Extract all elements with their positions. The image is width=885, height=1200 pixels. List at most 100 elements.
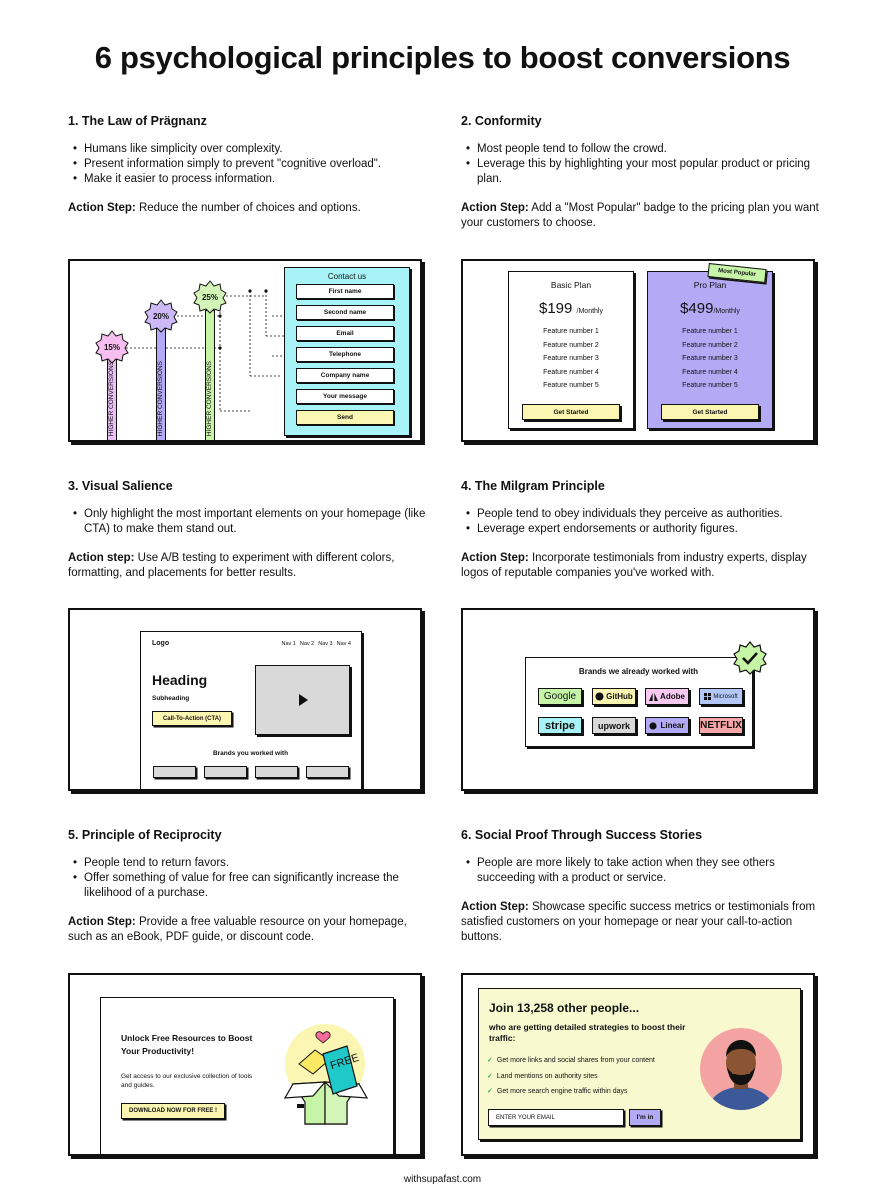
- plan-price: $199 /Monthly: [538, 300, 603, 317]
- bullet: Only highlight the most important elemen…: [73, 507, 428, 537]
- im-in-button[interactable]: I'm in: [629, 1109, 661, 1126]
- download-button[interactable]: DOWNLOAD NOW FOR FREE !: [121, 1103, 225, 1119]
- plan-price: $499/Monthly: [680, 300, 740, 317]
- action-step: Action step: Use A/B testing to experime…: [68, 551, 428, 581]
- brand-placeholder: [255, 766, 298, 778]
- action-text: Use A/B testing to experiment with diffe…: [68, 552, 395, 579]
- send-button[interactable]: Send: [296, 410, 394, 425]
- bullet-list: People are more likely to take action wh…: [461, 856, 821, 886]
- section-visual-salience: 3. Visual Salience Only highlight the mo…: [68, 479, 428, 581]
- message-field[interactable]: Your message: [296, 389, 394, 404]
- bullet-list: People tend to return favors. Offer some…: [68, 856, 428, 901]
- card-reciprocity-illustration: Unlock Free Resources to Boost Your Prod…: [68, 973, 422, 1156]
- email-input[interactable]: ENTER YOUR EMAIL: [488, 1109, 624, 1126]
- bullet: People tend to return favors.: [73, 856, 428, 871]
- card-pricing-illustration: Basic Plan $199 /Monthly Feature number …: [461, 259, 815, 442]
- get-started-button[interactable]: Get Started: [522, 404, 620, 420]
- microsoft-logo: Microsoft: [699, 688, 743, 705]
- section-heading: 4. The Milgram Principle: [461, 479, 605, 493]
- section-pragnanz: 1. The Law of Prägnanz Humans like simpl…: [68, 114, 428, 216]
- email-field[interactable]: Email: [296, 326, 394, 341]
- action-step: Action Step: Showcase specific success m…: [461, 900, 821, 945]
- badge-25: 25%: [193, 280, 227, 314]
- bullet: Leverage this by highlighting your most …: [466, 157, 821, 187]
- section-heading: 2. Conformity: [461, 114, 542, 128]
- second-name-field[interactable]: Second name: [296, 305, 394, 320]
- cta-button[interactable]: Call-To-Action (CTA): [152, 711, 232, 726]
- check-icon: ✓: [487, 1072, 493, 1080]
- action-step: Action Step: Incorporate testimonials fr…: [461, 551, 821, 581]
- offer-description: Get access to our exclusive collection o…: [121, 1073, 253, 1089]
- action-label: Action Step:: [461, 202, 529, 214]
- nav-item[interactable]: Nav 4: [336, 641, 351, 647]
- benefit-item: ✓Land mentions on authority sites: [487, 1072, 598, 1080]
- bar-label: HIGHER CONVERSIONS: [108, 360, 115, 436]
- pro-plan: Pro Plan $499/Monthly Feature number 1 F…: [647, 271, 773, 429]
- brands-label: Brands you worked with: [212, 750, 289, 757]
- action-label: Action step:: [68, 552, 135, 564]
- signup-panel: Join 13,258 other people... who are gett…: [478, 988, 801, 1140]
- action-step: Action Step: Add a "Most Popular" badge …: [461, 201, 821, 231]
- action-step: Action Step: Provide a free valuable res…: [68, 915, 428, 945]
- action-text: Reduce the number of choices and options…: [138, 202, 361, 214]
- telephone-field[interactable]: Telephone: [296, 347, 394, 362]
- nav-bar: Nav 1 Nav 2 Nav 3 Nav 4: [282, 641, 352, 647]
- bullet: Most people tend to follow the crowd.: [466, 142, 821, 157]
- browser-mockup: Logo Nav 1 Nav 2 Nav 3 Nav 4 Heading Sub…: [140, 631, 362, 789]
- starburst-icon: [144, 299, 178, 333]
- hero-subheading: Subheading: [152, 695, 190, 702]
- nav-item[interactable]: Nav 1: [281, 641, 296, 647]
- benefit-item: ✓Get more search engine traffic within d…: [487, 1088, 628, 1095]
- form-title: Contact us: [327, 272, 367, 281]
- person-avatar: [700, 1028, 782, 1110]
- action-text: Incorporate testimonials from industry e…: [461, 552, 807, 579]
- linear-icon: [649, 721, 658, 730]
- adobe-icon: [649, 692, 658, 701]
- action-label: Action Step:: [461, 901, 529, 913]
- benefit-list: ✓Get more links and social shares from y…: [487, 1053, 655, 1100]
- bullet: Present information simply to prevent "c…: [73, 157, 428, 172]
- bullet-list: Most people tend to follow the crowd. Le…: [461, 142, 821, 187]
- card-homepage-wireframe: Logo Nav 1 Nav 2 Nav 3 Nav 4 Heading Sub…: [68, 608, 422, 791]
- check-icon: ✓: [487, 1057, 493, 1064]
- connector-lines: [126, 289, 284, 412]
- verified-check-icon: [733, 641, 767, 675]
- first-name-field[interactable]: First name: [296, 284, 394, 299]
- get-started-button[interactable]: Get Started: [661, 404, 759, 420]
- offer-title: Unlock Free Resources to Boost Your Prod…: [121, 1033, 253, 1056]
- contact-form: Contact us First name Second name Email …: [284, 267, 410, 436]
- upwork-logo: upwork: [592, 717, 636, 734]
- offer-panel: Unlock Free Resources to Boost Your Prod…: [100, 997, 394, 1154]
- bullet: Make it easier to process information.: [73, 172, 428, 187]
- bullet: People tend to obey individuals they per…: [466, 507, 821, 522]
- brand-placeholder: [204, 766, 247, 778]
- company-name-field[interactable]: Company name: [296, 368, 394, 383]
- nav-item[interactable]: Nav 3: [318, 641, 333, 647]
- action-step: Action Step: Reduce the number of choice…: [68, 201, 428, 216]
- section-heading: 3. Visual Salience: [68, 479, 173, 493]
- page-title: 6 psychological principles to boost conv…: [94, 40, 791, 75]
- join-title: Join 13,258 other people...: [489, 1001, 640, 1015]
- action-label: Action Step:: [68, 202, 136, 214]
- starburst-icon: [95, 330, 129, 364]
- card-brands-illustration: Brands we already worked with Google Git…: [461, 608, 815, 791]
- action-text: Add a "Most Popular" badge to the pricin…: [461, 202, 819, 229]
- nav-item[interactable]: Nav 2: [299, 641, 315, 647]
- action-label: Action Step:: [461, 552, 529, 564]
- bullet-list: Only highlight the most important elemen…: [68, 507, 428, 537]
- video-placeholder[interactable]: [255, 665, 350, 735]
- section-heading: 5. Principle of Reciprocity: [68, 828, 222, 842]
- section-social-proof: 6. Social Proof Through Success Stories …: [461, 828, 821, 945]
- action-text: Showcase specific success metrics or tes…: [461, 901, 816, 943]
- hero-heading: Heading: [152, 672, 208, 688]
- plan-features: Feature number 1 Feature number 2 Featur…: [682, 328, 738, 389]
- brand-placeholder: [306, 766, 349, 778]
- github-logo: GitHub: [592, 688, 636, 705]
- bar-label: HIGHER CONVERSIONS: [206, 360, 213, 436]
- bullet: Leverage expert endorsements or authorit…: [466, 522, 821, 537]
- badge-20: 20%: [144, 299, 178, 333]
- bar-label: HIGHER CONVERSIONS: [157, 360, 164, 436]
- play-icon: [298, 694, 308, 706]
- section-reciprocity: 5. Principle of Reciprocity People tend …: [68, 828, 428, 945]
- card-pragnanz-illustration: HIGHER CONVERSIONS HIGHER CONVERSIONS HI…: [68, 259, 422, 442]
